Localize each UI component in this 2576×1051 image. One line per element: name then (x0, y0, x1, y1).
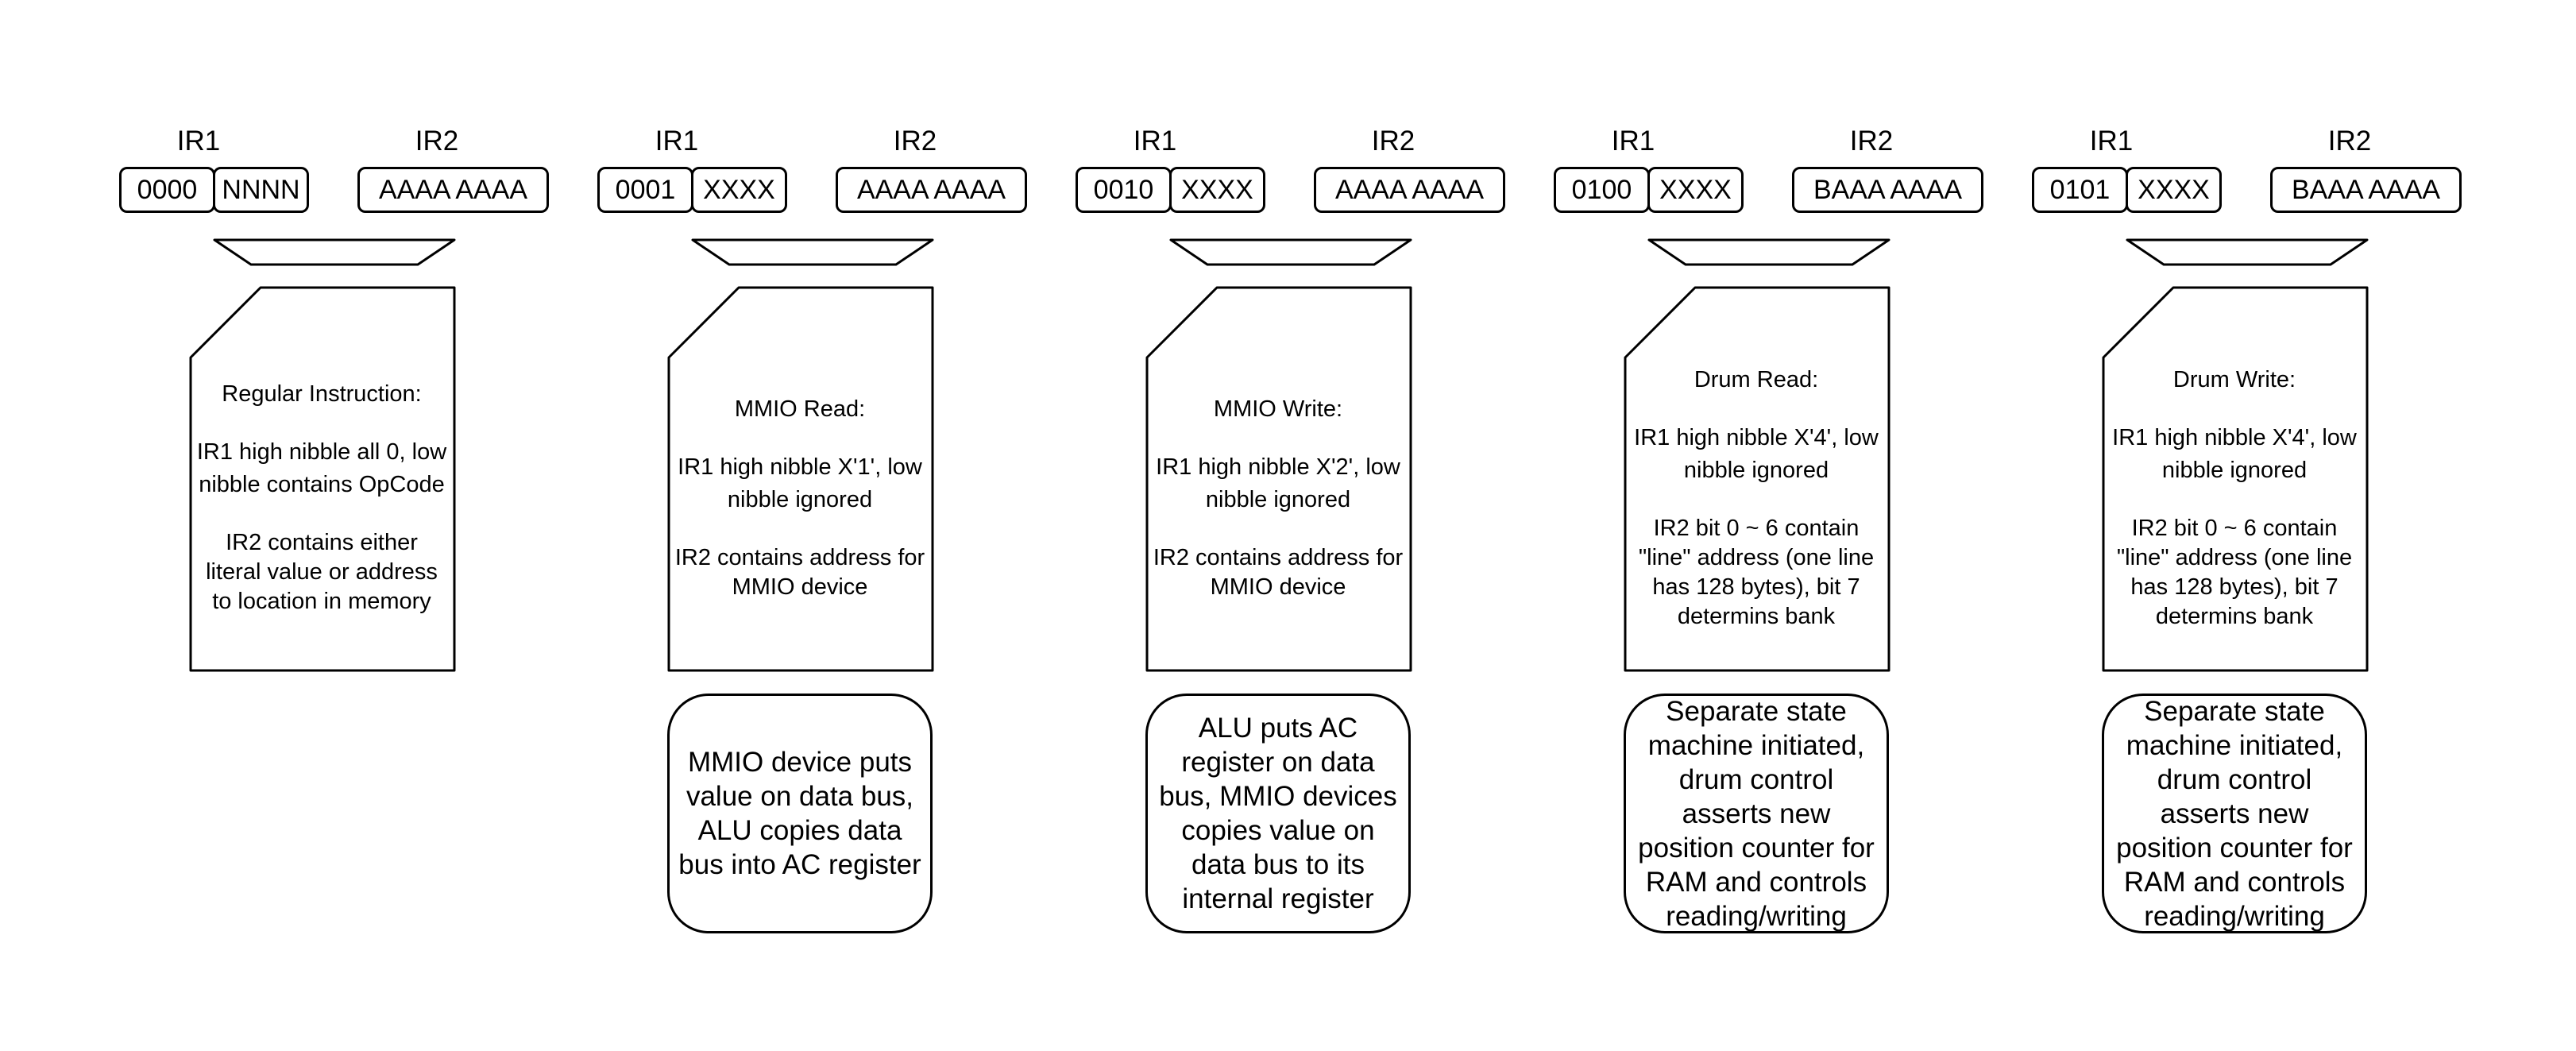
instruction-card (2102, 286, 2369, 672)
ir2-label: IR2 (1849, 126, 1894, 156)
ir1-description: IR1 high nibble X'1', low nibble ignored (678, 454, 922, 512)
ir2-register-box: AAAA AAAA (1314, 167, 1505, 213)
ir1-description: IR1 high nibble X'2', low nibble ignored (1156, 454, 1400, 512)
decoder-trapezoid (213, 238, 456, 266)
instruction-card-text: Drum Write: IR1 high nibble X'4', low ni… (2105, 286, 2364, 667)
ir1-high-nibble-box: 0010 (1076, 167, 1172, 213)
ir1-label: IR1 (1133, 126, 1177, 156)
ir1-low-nibble-box: XXXX (2126, 167, 2222, 213)
execution-note: MMIO device puts value on data bus, ALU … (667, 694, 933, 933)
ir1-low-nibble-box: XXXX (1647, 167, 1744, 213)
ir2-register-box: BAAA AAAA (2270, 167, 2462, 213)
ir1-low-nibble-box: XXXX (1169, 167, 1265, 213)
instruction-column-5: IR1 IR2 0101 XXXX BAAA AAAA Drum Write: … (2032, 0, 2462, 1051)
ir2-label: IR2 (2327, 126, 2372, 156)
ir2-label: IR2 (1371, 126, 1415, 156)
instruction-card (1624, 286, 1890, 672)
ir2-register-box: BAAA AAAA (1792, 167, 1983, 213)
ir1-label: IR1 (2089, 126, 2134, 156)
execution-note: ALU puts AC register on data bus, MMIO d… (1145, 694, 1411, 933)
ir1-label: IR1 (176, 126, 221, 156)
decoder-trapezoid (691, 238, 934, 266)
execution-note: Separate state machine initiated, drum c… (1624, 694, 1889, 933)
decoder-trapezoid (1647, 238, 1890, 266)
ir2-description: IR2 bit 0 ~ 6 contain "line" address (on… (2116, 515, 2353, 629)
ir1-description: IR1 high nibble X'4', low nibble ignored (2112, 424, 2357, 483)
ir2-description: IR2 contains address for MMIO device (1153, 544, 1404, 600)
instruction-column-1: IR1 IR2 0000 NNNN AAAA AAAA Regular Inst… (119, 0, 549, 1051)
ir1-high-nibble-box: 0101 (2032, 167, 2128, 213)
instruction-column-2: IR1 IR2 0001 XXXX AAAA AAAA MMIO Read: I… (597, 0, 1027, 1051)
instruction-title: Drum Read: (1694, 366, 1819, 392)
instruction-card (667, 286, 934, 672)
ir2-description: IR2 bit 0 ~ 6 contain "line" address (on… (1638, 515, 1875, 629)
instruction-card (189, 286, 456, 672)
ir2-register-box: AAAA AAAA (836, 167, 1027, 213)
ir2-label: IR2 (893, 126, 937, 156)
ir1-label: IR1 (1611, 126, 1655, 156)
ir1-description: IR1 high nibble X'4', low nibble ignored (1634, 424, 1879, 483)
instruction-column-3: IR1 IR2 0010 XXXX AAAA AAAA MMIO Write: … (1076, 0, 1505, 1051)
instruction-card-text: Regular Instruction: IR1 high nibble all… (192, 286, 451, 667)
instruction-title: MMIO Write: (1213, 396, 1343, 422)
ir1-high-nibble-box: 0100 (1554, 167, 1650, 213)
execution-note: Separate state machine initiated, drum c… (2102, 694, 2367, 933)
ir2-description: IR2 contains either literal value or add… (206, 530, 438, 614)
ir1-label: IR1 (655, 126, 699, 156)
ir1-description: IR1 high nibble all 0, low nibble contai… (196, 439, 447, 497)
instruction-card (1145, 286, 1412, 672)
decoder-trapezoid (2126, 238, 2369, 266)
instruction-card-text: MMIO Write: IR1 high nibble X'2', low ni… (1149, 286, 1408, 667)
ir1-low-nibble-box: NNNN (213, 167, 309, 213)
decoder-trapezoid (1169, 238, 1412, 266)
instruction-title: MMIO Read: (734, 396, 866, 422)
ir1-high-nibble-box: 0000 (119, 167, 215, 213)
ir2-register-box: AAAA AAAA (357, 167, 549, 213)
ir1-low-nibble-box: XXXX (691, 167, 787, 213)
instruction-title: Regular Instruction: (222, 381, 422, 407)
instruction-title: Drum Write: (2172, 366, 2296, 392)
instruction-card-text: Drum Read: IR1 high nibble X'4', low nib… (1627, 286, 1886, 667)
instruction-column-4: IR1 IR2 0100 XXXX BAAA AAAA Drum Read: I… (1554, 0, 1983, 1051)
ir2-description: IR2 contains address for MMIO device (674, 544, 925, 600)
ir2-label: IR2 (415, 126, 459, 156)
ir1-high-nibble-box: 0001 (597, 167, 693, 213)
instruction-card-text: MMIO Read: IR1 high nibble X'1', low nib… (670, 286, 929, 667)
